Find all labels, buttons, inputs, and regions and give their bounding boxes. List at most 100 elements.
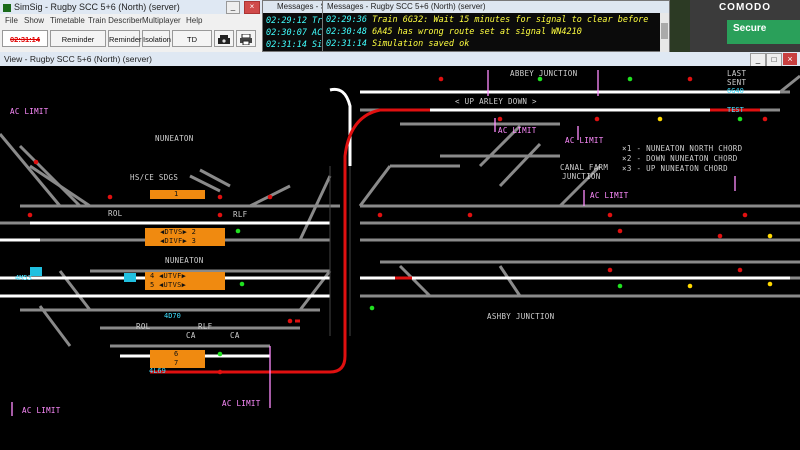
line-code-label: CA [230,331,240,340]
platform-label: 5 ◀UTVS▶ [150,281,187,289]
view-window-titlebar: View - Rugby SCC 5+6 (North) (server) [0,52,800,66]
track-segment [29,164,91,208]
line-code-label: CA [186,331,196,340]
ac-limit-label: AC LIMIT [565,136,604,145]
messages-title: Messages - Rugby SCC 5+6 (North) (server… [323,1,669,13]
route-segment [329,87,352,166]
desktop-background [670,0,690,52]
isolation-button[interactable]: Isolation [142,30,171,47]
view-title: View - Rugby SCC 5+6 (North) (server) [4,54,152,64]
ac-limit-label: AC LIMIT [10,107,49,116]
last-sent-label: SENT [727,78,747,87]
platform-2-3 [145,228,225,246]
track-segment [358,165,392,207]
chord-legend-item: ×3 - UP NUNEATON CHORD [622,164,728,173]
minimize-icon[interactable]: _ [226,1,240,14]
messages-saltley-title: Messages - Saltley [263,1,331,13]
platform-label: ◀DIVF▶ 3 [160,237,197,245]
up-arley-down-label: < UP ARLEY DOWN > [455,97,537,106]
occupied-track [150,108,760,374]
message-line: 02:31:14 Simulation saved ok [326,39,470,49]
ac-limit-label: AC LIMIT [590,191,629,200]
location-abbey-junction: ABBEY JUNCTION [510,69,578,78]
messages-list: 02:29:36 Train 6G32: Wait 15 minutes for… [323,13,661,52]
ac-limit-label: AC LIMIT [498,126,537,135]
train-berth[interactable]: 6G40 [727,87,744,95]
message-line: 02:30:48 6A45 has wrong route set at sig… [326,27,582,37]
track-segment [478,124,522,168]
track-segment [398,264,432,298]
train-berth[interactable]: 4D70 [164,312,181,320]
chord-legend-item: ×1 - NUNEATON NORTH CHORD [622,144,743,153]
main-window-titlebar: SimSig - Rugby SCC 5+6 (North) (server) … [0,0,262,14]
track-segment [38,305,72,347]
messages-saltley-time: 02:29:12 Tr [266,16,323,26]
location-nuneaton: NUNEATON [165,256,204,265]
messages-saltley-time: 02:31:14 Si [266,40,323,50]
messages-scrollbar[interactable] [660,13,669,52]
menu-show[interactable]: Show [24,16,45,25]
menu-file[interactable]: File [5,16,18,25]
toolbar: 02:31:14 Reminder Override Reminder Isol… [0,28,262,61]
reminder-override-button[interactable]: Reminder Override [50,30,106,61]
location-canal-farm: CANAL FARM [560,163,609,172]
menu-help[interactable]: Help [186,16,203,25]
clock-button[interactable]: 02:31:14 [2,30,48,47]
message-line: 02:29:36 Train 6G32: Wait 15 minutes for… [326,15,649,25]
app-title: SimSig - Rugby SCC 5+6 (North) (server) [14,2,180,12]
reminder-button[interactable]: Reminder [108,30,142,47]
signalling-panel[interactable]: ABBEY JUNCTION NUNEATON NUNEATON CANAL F… [0,66,800,450]
menu-bar: File Show Timetable Train Describer Mult… [0,14,262,28]
track-segment [498,142,542,188]
track-diagram[interactable] [0,66,800,450]
menu-multiplayer[interactable]: Multiplayer [142,16,181,25]
ac-limit-label: AC LIMIT [222,399,261,408]
line-code-label: RLF [198,322,213,331]
comodo-secure-status[interactable]: Secure [727,20,800,44]
platform-label: ◀DTVS▶ 2 [160,228,197,236]
track-segment [558,164,602,208]
td-interpose-button[interactable]: TD Interpose [172,30,212,61]
platform-label: 1 [174,190,179,198]
printer-icon[interactable] [236,30,256,47]
telephone-icon[interactable] [214,30,234,47]
location-hs-ce-sdgs: HS/CE SDGS [130,173,179,182]
messages-saltley-time: 02:30:07 AC [266,28,323,38]
platform-label: 7 [174,359,179,367]
track-segment [298,175,332,241]
berth-highlight [124,273,136,282]
platform-label: 4 ◀UTVF▶ [150,272,187,280]
app-icon [3,3,11,12]
line-code-label: ROL [136,322,151,331]
view-minimize-icon[interactable]: _ [750,53,766,67]
menu-timetable[interactable]: Timetable [50,16,85,25]
track-segment [199,168,231,188]
chord-legend-item: ×2 - DOWN NUNEATON CHORD [622,154,738,163]
track-segment [189,174,221,193]
menu-train-describer[interactable]: Train Describer [88,16,143,25]
track-segment [498,265,522,297]
platform-4-5 [145,272,225,290]
occupied-segment [150,108,430,374]
platform-1 [150,190,205,199]
platform-6-7 [150,350,205,368]
messages-window-saltley[interactable]: Messages - Saltley 02:29:12 Tr 02:30:07 … [262,0,332,52]
berth-highlight [30,267,42,276]
train-berth[interactable]: 4L69 [149,367,166,375]
view-maximize-icon[interactable]: □ [766,53,782,67]
view-close-icon[interactable]: × [783,53,797,65]
train-berth[interactable]: TEST [727,106,744,114]
last-sent-label: LAST [727,69,747,78]
messages-window[interactable]: Messages - Rugby SCC 5+6 (North) (server… [322,0,670,52]
location-canal-farm: JUNCTION [562,172,601,181]
track-segment [779,74,800,94]
track-segment [0,133,62,207]
track-segment [18,144,82,208]
line-code-label: ROL [108,209,123,218]
close-icon[interactable]: × [244,1,260,14]
train-berth[interactable]: 4M53 [15,274,32,282]
ac-limit-markers [11,70,736,416]
comodo-logo: COMODO [718,2,772,13]
ac-limit-label: AC LIMIT [22,406,61,415]
location-nuneaton: NUNEATON [155,134,194,143]
